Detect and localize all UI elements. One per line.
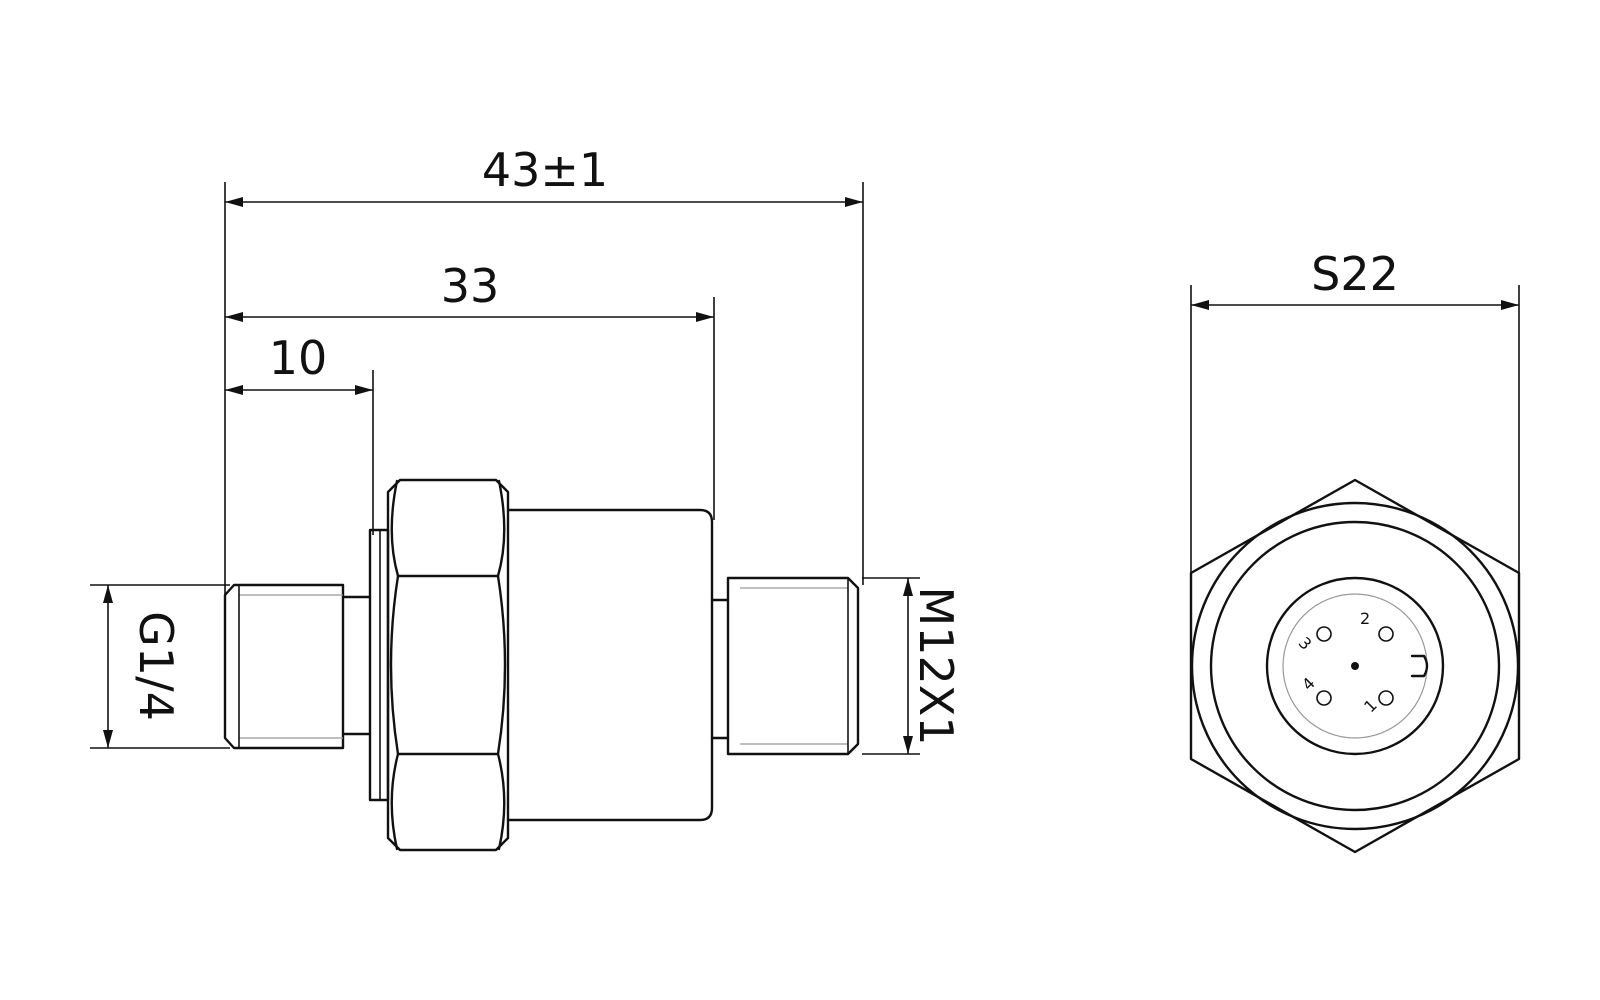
hex-nut (386, 478, 510, 852)
process-thread (223, 583, 345, 750)
pin-4 (1316, 690, 1332, 706)
dimension-thread-length: 10 (225, 331, 373, 395)
end-view: 2 3 4 1 S22 (1189, 247, 1521, 854)
sensor-body (506, 508, 714, 822)
pin-3 (1316, 626, 1332, 642)
label-body-length: 33 (441, 259, 500, 313)
label-process-thread: G1/4 (129, 611, 183, 721)
dimension-connector-thread: M12X1 (903, 578, 963, 754)
neck (341, 595, 372, 736)
extension-lines (90, 182, 920, 755)
pin-label-2: 2 (1360, 609, 1370, 628)
pin-label-1: 1 (1360, 696, 1381, 717)
dimension-hex-size: S22 (1191, 247, 1519, 310)
label-thread-length: 10 (269, 331, 328, 385)
connector-face (1265, 576, 1445, 756)
pin-label-4: 4 (1298, 674, 1319, 695)
pin-2 (1378, 626, 1394, 642)
side-view: 43±1 33 10 G1/4 M12X1 (90, 143, 963, 852)
coding-key (1410, 654, 1429, 678)
pin-label-3: 3 (1295, 633, 1316, 654)
label-hex-size: S22 (1311, 247, 1399, 301)
flange (368, 528, 390, 802)
connector-thread (726, 576, 860, 756)
label-connector-thread: M12X1 (909, 586, 963, 745)
pin-1 (1378, 690, 1394, 706)
inner-circle (1209, 520, 1501, 812)
label-overall-length: 43±1 (482, 143, 608, 197)
dimension-body-length: 33 (225, 259, 714, 322)
outer-circle (1190, 501, 1520, 831)
dimension-overall-length: 43±1 (225, 143, 863, 207)
center-pin (1351, 662, 1359, 670)
connector-pins: 2 3 4 1 (1295, 609, 1394, 717)
dimension-process-thread: G1/4 (103, 585, 183, 748)
connector-neck (710, 598, 730, 740)
